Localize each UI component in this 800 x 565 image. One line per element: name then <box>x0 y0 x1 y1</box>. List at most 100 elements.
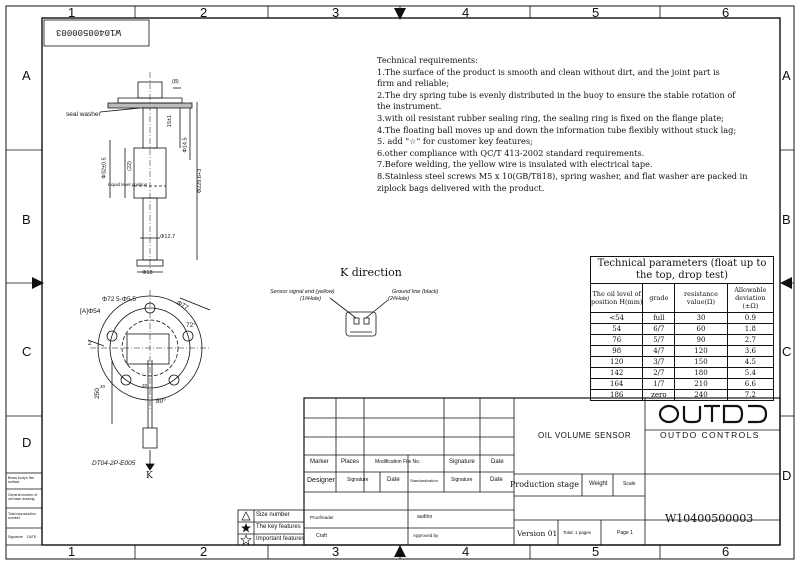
drawing-number: W10400500003 <box>665 512 754 525</box>
tb-mod-file: Modification File No. <box>375 459 421 465</box>
left-box-1: Brass body's flat surface <box>8 476 34 484</box>
cell: 30 <box>674 312 728 324</box>
zone-col-2-bottom: 2 <box>200 544 208 559</box>
cell: 54 <box>589 323 644 335</box>
dim-250-tol: 20 <box>100 384 106 389</box>
cell: 4.5 <box>726 356 775 368</box>
tech-line: the instrument. <box>377 101 442 112</box>
dim-phi228: Φ228.6+3 <box>197 168 204 194</box>
legend-key-features: The key features <box>256 524 301 530</box>
params-title: Technical parameters (float up to the to… <box>590 256 774 284</box>
zone-col-4-bottom: 4 <box>462 544 470 559</box>
mirrored-drawing-number: W10400500003 <box>56 27 121 37</box>
k-arrow-label: K <box>146 471 153 481</box>
tb-weight: Weight <box>589 481 608 487</box>
size-number-triangle <box>241 511 251 521</box>
tech-line: firm and reliable; <box>377 78 450 89</box>
zone-col-6: 6 <box>722 5 730 20</box>
tb-signature3: Signature <box>451 477 473 483</box>
params-header: The oil level of position H(mm) <box>589 283 644 313</box>
dim-8: (8) <box>172 79 179 85</box>
dim-phi18: Φ18 <box>142 270 153 276</box>
zone-col-3-bottom: 3 <box>332 544 340 559</box>
liquid-level-label: Liquid level position <box>108 182 148 187</box>
dim-15: 15±1 <box>167 114 174 128</box>
dim-phi32: Φ32±0.5 <box>101 157 108 179</box>
zone-col-4: 4 <box>462 5 470 20</box>
tech-line: 5. add "☆" for customer key features; <box>377 136 533 147</box>
zone-col-5-bottom: 5 <box>592 544 600 559</box>
tb-designer: Designer <box>307 477 336 484</box>
dim-2: 2 <box>88 340 92 347</box>
tb-auditor: auditor <box>417 514 433 520</box>
tb-scale: Scale <box>623 481 636 487</box>
params-header: grade <box>642 283 676 313</box>
tech-line: ziplock bags delivered with the product. <box>377 182 545 193</box>
dim-phi12: Φ12.7 <box>160 234 176 240</box>
cell: 180 <box>674 367 728 379</box>
tb-version: Version 01 <box>517 529 558 538</box>
tech-line: 3.with oil resistant rubber sealing ring… <box>377 112 724 123</box>
tb-page: Page 1 <box>617 530 633 536</box>
technical-parameters-table: Technical parameters (float up to the to… <box>589 256 775 401</box>
dim-phi54: [A]Φ54 <box>80 308 101 315</box>
zone-row-c: C <box>22 344 32 359</box>
tb-proofreader: Proofreader <box>310 515 334 520</box>
cell: 164 <box>589 378 644 390</box>
zone-col-6-bottom: 6 <box>722 544 730 559</box>
k-direction-connector <box>329 297 389 337</box>
cell: 98 <box>589 345 644 357</box>
tb-date2: Date <box>387 477 400 483</box>
cell: 2.7 <box>726 334 775 346</box>
zone-row-d: D <box>22 435 32 450</box>
connector-label: DT04-2P-E005 <box>92 460 136 467</box>
cell: zero <box>642 389 676 401</box>
top-view <box>87 290 211 471</box>
sensor-hole-label: (1#Hole) <box>300 296 322 302</box>
tb-date3: Date <box>490 477 503 483</box>
cell: 7.2 <box>726 389 775 401</box>
zone-row-d-right: D <box>782 468 792 483</box>
cell: 76 <box>589 334 644 346</box>
cell: 90 <box>674 334 728 346</box>
cell: 150 <box>674 356 728 368</box>
cell: 2/7 <box>642 367 676 379</box>
tb-craft: Craft <box>316 533 327 539</box>
zone-col-1-bottom: 1 <box>68 544 76 559</box>
cell: 1/7 <box>642 378 676 390</box>
cell: 0.9 <box>726 312 775 324</box>
tech-line: 7.Before welding, the yellow wire is ins… <box>377 159 653 170</box>
cell: <54 <box>589 312 644 324</box>
tb-approved: Approved by <box>413 533 439 538</box>
tb-marker: Marker <box>310 459 329 465</box>
seal-washer-label: seal washer <box>66 111 101 118</box>
zone-row-a: A <box>22 68 31 83</box>
cell: 186 <box>589 389 644 401</box>
cell: 210 <box>674 378 728 390</box>
cell: 6.6 <box>726 378 775 390</box>
dim-80deg: 80° <box>156 398 166 405</box>
zone-row-b: B <box>22 212 31 227</box>
ground-line-label: Ground line (black) <box>392 289 439 295</box>
dim-phi72: Φ72 <box>102 296 115 303</box>
legend-important-features: Important features <box>256 536 305 542</box>
title-block-lines <box>5 397 781 546</box>
legend-size-number: Size number <box>256 512 290 518</box>
tb-date: Date <box>491 459 504 465</box>
important-feature-star-icon <box>240 534 252 546</box>
k-direction-title: K direction <box>340 266 402 279</box>
zone-col-3: 3 <box>332 5 340 20</box>
cell: full <box>642 312 676 324</box>
tb-signature: Signature <box>449 459 475 465</box>
zone-row-b-right: B <box>782 212 791 227</box>
cell: 120 <box>589 356 644 368</box>
left-box-3: Total reproduction number <box>8 512 36 520</box>
cell: 1.8 <box>726 323 775 335</box>
tb-production-stage: Production stage <box>510 480 580 489</box>
